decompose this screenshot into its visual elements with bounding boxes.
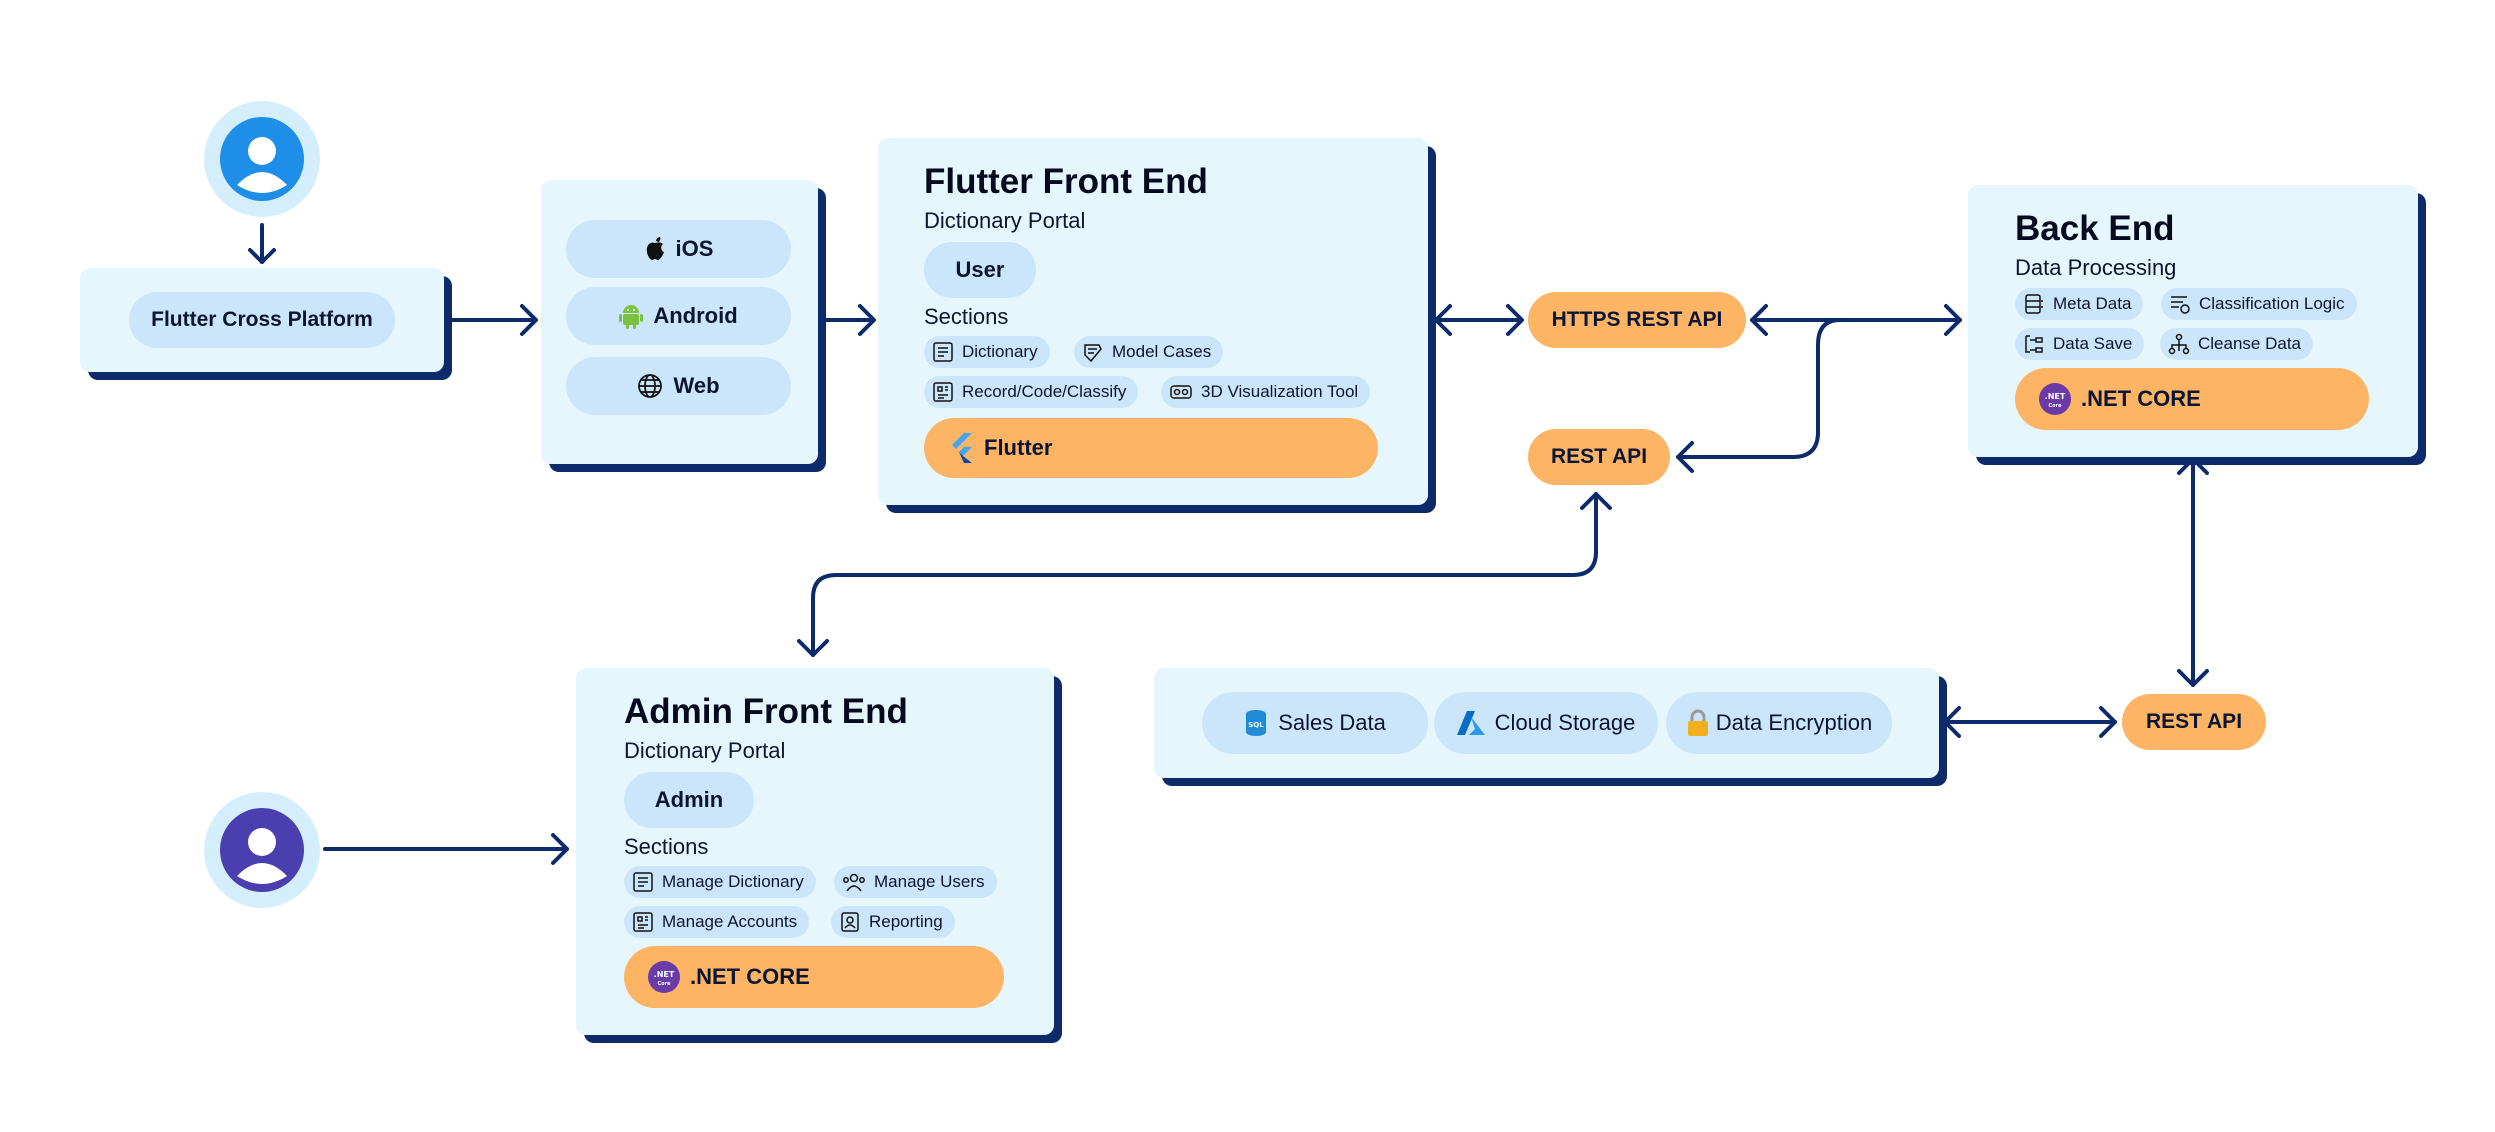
section-manage-users[interactable]: Manage Users [834,866,997,898]
tech-dotnet-admin[interactable]: .NET Core .NET CORE [624,946,1004,1008]
section-manage-accounts[interactable]: Manage Accounts [624,906,810,938]
section-3d-visualization[interactable]: 3D Visualization Tool [1161,376,1371,408]
back-end-title: Back End [2015,209,2175,248]
admin-front-end-card: Admin Front End Dictionary Portal Admin … [576,668,1054,1035]
svg-text:.NET: .NET [654,970,675,979]
item-classification-logic[interactable]: Classification Logic [2161,288,2357,320]
device-web-label: Web [673,373,720,398]
dotnet-logo-icon: .NET Core [648,961,680,993]
globe-icon [637,373,663,399]
item-cleanse-data[interactable]: Cleanse Data [2160,328,2314,360]
rest-api-mid-pill[interactable]: REST API [1528,429,1670,485]
sql-database-icon: SQL [1244,709,1268,737]
dotnet-logo-icon: .NET Core [2039,383,2071,415]
section-record-label: Record/Code/Classify [962,382,1127,401]
device-web[interactable]: Web [566,357,791,415]
reporting-icon [841,912,859,932]
flutter-front-end-card: Flutter Front End Dictionary Portal User… [878,138,1428,505]
item-meta-data-label: Meta Data [2053,294,2132,313]
tech-dotnet-backend-label: .NET CORE [2081,386,2201,411]
android-icon [619,303,644,329]
role-admin-pill[interactable]: Admin [624,772,754,828]
section-model-cases-label: Model Cases [1112,342,1212,361]
storage-cloud-storage[interactable]: Cloud Storage [1434,692,1658,754]
tech-dotnet-backend[interactable]: .NET Core .NET CORE [2015,368,2369,430]
azure-icon [1456,711,1485,735]
item-classification-logic-label: Classification Logic [2199,294,2345,313]
item-meta-data[interactable]: Meta Data [2015,288,2144,320]
vr-headset-icon [1170,385,1192,399]
users-icon [843,873,865,892]
storage-sales-data[interactable]: SQL Sales Data [1202,692,1428,754]
database-icon [2025,294,2043,314]
section-model-cases[interactable]: Model Cases [1074,336,1224,368]
apple-icon [644,237,666,261]
section-record-code-classify[interactable]: Record/Code/Classify [924,376,1139,408]
arrowhead-user-to-platform [248,248,276,264]
storage-sales-data-label: Sales Data [1278,710,1386,735]
section-manage-dictionary[interactable]: Manage Dictionary [624,866,816,898]
rest-api-right-pill[interactable]: REST API [2122,694,2266,750]
device-android[interactable]: Android [566,287,791,345]
section-reporting-label: Reporting [869,912,943,931]
arrow-backend-restapi [1676,318,1842,459]
role-user-pill[interactable]: User [924,242,1036,298]
flutter-logo-icon [952,433,972,463]
tech-dotnet-admin-label: .NET CORE [690,964,810,989]
lock-icon [1686,709,1710,737]
tech-flutter[interactable]: Flutter [924,418,1378,478]
storage-card: SQL Sales Data Cloud Storage Data Encryp… [1154,668,1939,778]
svg-text:.NET: .NET [2045,392,2066,401]
section-3d-visualization-label: 3D Visualization Tool [1201,382,1359,401]
device-ios[interactable]: iOS [566,220,791,278]
record-icon [933,382,953,402]
section-dictionary[interactable]: Dictionary [924,336,1050,368]
section-reporting[interactable]: Reporting [831,906,955,938]
hierarchy-icon [2168,333,2190,355]
section-manage-accounts-label: Manage Accounts [662,912,798,931]
back-end-card: Back End Data Processing Meta Data Class… [1968,185,2418,457]
admin-front-end-title: Admin Front End [624,692,908,731]
data-save-icon [2025,335,2043,353]
flutter-sections-label: Sections [924,304,1009,329]
model-cases-icon [1084,344,1102,363]
devices-card: iOS Android Web [541,180,818,464]
item-cleanse-data-label: Cleanse Data [2198,334,2302,353]
user-avatar-icon [220,117,304,201]
item-data-save-label: Data Save [2053,334,2133,353]
svg-text:Core: Core [658,981,672,987]
admin-sections-label: Sections [624,834,709,859]
tech-flutter-label: Flutter [984,435,1053,460]
section-dictionary-label: Dictionary [962,342,1038,361]
storage-data-encryption[interactable]: Data Encryption [1666,692,1892,754]
section-manage-users-label: Manage Users [874,872,985,891]
flutter-front-end-title: Flutter Front End [924,162,1208,201]
storage-data-encryption-label: Data Encryption [1715,710,1873,735]
device-ios-label: iOS [675,236,714,261]
item-data-save[interactable]: Data Save [2015,328,2145,360]
svg-text:Core: Core [2049,403,2063,409]
flutter-cross-platform-pill[interactable]: Flutter Cross Platform [129,292,395,348]
dictionary-icon [933,342,953,362]
arrow-restapi-admin [811,492,1598,657]
storage-cloud-storage-label: Cloud Storage [1494,710,1636,735]
https-rest-api-pill[interactable]: HTTPS REST API [1528,292,1746,348]
device-android-label: Android [653,303,738,328]
platform-card: Flutter Cross Platform [80,268,444,372]
accounts-icon [633,912,653,932]
flutter-front-end-subtitle: Dictionary Portal [924,208,1086,233]
section-manage-dictionary-label: Manage Dictionary [662,872,804,891]
admin-avatar-icon [220,808,304,892]
svg-text:SQL: SQL [1248,721,1264,729]
back-end-subtitle: Data Processing [2015,255,2177,280]
admin-front-end-subtitle: Dictionary Portal [624,738,786,763]
classification-icon [2171,296,2190,314]
dictionary-icon [633,872,653,892]
